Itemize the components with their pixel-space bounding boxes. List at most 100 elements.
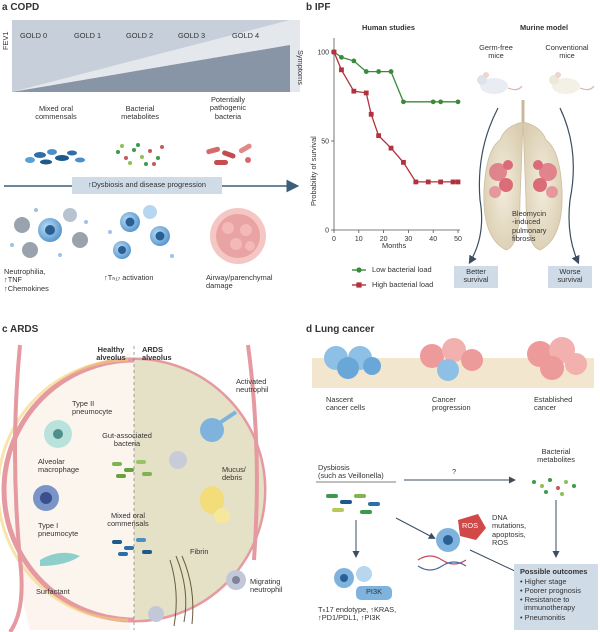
data-point-high <box>401 159 406 165</box>
panel-a-title: a COPD <box>2 2 40 13</box>
outcome-th17: ↑Tₕ₁₇ activation <box>104 273 154 282</box>
migrating-neutrophil-icon <box>226 570 246 590</box>
data-point-low <box>401 99 406 105</box>
symptoms-wedge <box>12 45 290 92</box>
chart-xlabel: Months <box>382 241 407 250</box>
legend-low-label: Low bacterial load <box>372 265 432 274</box>
outcome-damage: Airway/parenchymal damage <box>206 273 273 291</box>
type1-label: Type I pneumocyte <box>38 521 79 539</box>
data-point-high <box>376 133 382 139</box>
immune-cell-icon <box>436 528 460 552</box>
gold-3: GOLD 3 <box>178 31 206 40</box>
better-survival-label: Better survival <box>463 267 489 285</box>
pi3k-cells-icon <box>334 566 392 600</box>
data-point-low <box>455 99 461 105</box>
murine-graphics <box>454 72 595 288</box>
stage-nascent: Nascent cancer cells <box>326 395 366 413</box>
data-point-high <box>438 179 444 185</box>
type2-pneumocyte-icon <box>44 420 72 448</box>
question-label: ? <box>452 467 457 476</box>
dysbiosis-label: Dysbiosis (such as Veillonella) <box>318 463 384 481</box>
chart-ylabel: Probability of survival <box>309 136 318 206</box>
chart-series <box>331 49 461 185</box>
fibrin-label: Fibrin <box>190 547 209 556</box>
data-point-high <box>425 179 431 185</box>
data-point-high <box>368 111 374 117</box>
series-line-high <box>333 51 458 183</box>
gut-bacteria-label: Gut-associated bacteria <box>102 431 152 449</box>
worse-arrow <box>559 107 580 265</box>
data-point-high <box>455 179 461 185</box>
outcome-higher-stage: • Higher stage <box>520 577 567 586</box>
outcome-prognosis: • Poorer prognosis <box>520 586 581 595</box>
dna-icon <box>417 555 467 571</box>
fibrosis-left <box>489 160 513 198</box>
germfree-label: Germ-free mice <box>479 43 513 61</box>
x-tick-label: 50 <box>454 236 462 243</box>
pathogenic-label: Potentially pathogenic bacteria <box>209 95 247 121</box>
mucus-icon <box>200 486 230 524</box>
worse-box <box>548 266 592 288</box>
panel-c-title: c ARDS <box>2 324 39 335</box>
ros-badge-label: ROS <box>462 521 479 530</box>
gut-bacteria-icon <box>112 460 152 478</box>
data-point-high <box>450 179 456 185</box>
fibrin-icon <box>169 555 194 627</box>
legend-high-marker <box>356 282 362 288</box>
conventional-mouse-icon <box>549 72 595 94</box>
th17-cells-icon <box>108 205 174 259</box>
endotype-label: Tₕ17 endotype, ↑KRAS, ↑PD1/PDL1, ↑PI3K <box>318 605 397 623</box>
mucus-label: Mucus/ debris <box>222 465 246 483</box>
oral-commensals-c-icon <box>112 538 152 556</box>
nascent-cancer-icon <box>324 346 381 379</box>
data-point-high <box>351 88 357 94</box>
data-point-low <box>438 99 444 105</box>
ards-fluid <box>134 360 264 620</box>
activated-neutrophil-label: Activated neutrophil <box>236 377 269 395</box>
legend-low-marker <box>356 267 362 273</box>
ards-alveolus-label: ARDS alveolus <box>142 345 172 363</box>
conventional-label: Conventional mice <box>545 43 589 61</box>
panel-a-graphics <box>4 20 300 264</box>
legend-high-label: High bacterial load <box>372 280 434 289</box>
data-point-high <box>363 90 369 96</box>
x-tick-label: 0 <box>332 236 336 243</box>
panel-d-graphics <box>312 337 598 630</box>
worse-survival-label: Worse survival <box>557 267 583 285</box>
bacterial-metabolites-label: Bacterial metabolites <box>537 447 575 465</box>
data-point-high <box>413 179 419 185</box>
data-point-high <box>388 145 394 151</box>
panel-c-graphics <box>0 344 267 632</box>
pi3k-label: PI3K <box>366 587 383 596</box>
oral-commensals-c-label: Mixed oral commensals <box>107 511 149 529</box>
data-point-high <box>339 67 344 73</box>
data-point-low <box>376 69 382 74</box>
panel-b-title: b IPF <box>306 2 331 13</box>
to-ros-arrow <box>395 517 436 539</box>
metabolite-dots-icon <box>532 478 576 496</box>
established-cancer-icon <box>527 337 587 380</box>
stage-established: Established cancer <box>534 395 573 413</box>
progression-box <box>72 177 222 194</box>
progression-cells-icon <box>420 338 483 381</box>
murine-model-label: Murine model <box>520 23 569 32</box>
fev1-wedge <box>12 20 290 92</box>
bleomycin-label: Bleomycin -induced pulmonary fibrosis <box>512 209 547 244</box>
dna-mutations-label: DNA mutations, apoptosis, ROS <box>492 513 527 548</box>
x-tick-label: 10 <box>355 236 363 243</box>
data-point-high <box>331 49 337 55</box>
x-tick-label: 30 <box>405 236 413 243</box>
data-point-low <box>339 54 344 60</box>
progression-label: ↑Dysbiosis and disease progression <box>88 180 206 189</box>
dysbiosis-bacteria-icon <box>326 494 380 514</box>
data-point-low <box>388 69 394 74</box>
stage-progression: Cancer progression <box>432 395 471 413</box>
pathogenic-bacteria-icon <box>206 143 252 165</box>
migrating-neutrophil-label: Migrating neutrophil <box>250 577 283 595</box>
y-tick-label: 0 <box>325 228 329 235</box>
germfree-mouse-icon <box>477 72 523 94</box>
outcome-resistance: • Resistance to immunotherapy <box>520 595 576 613</box>
